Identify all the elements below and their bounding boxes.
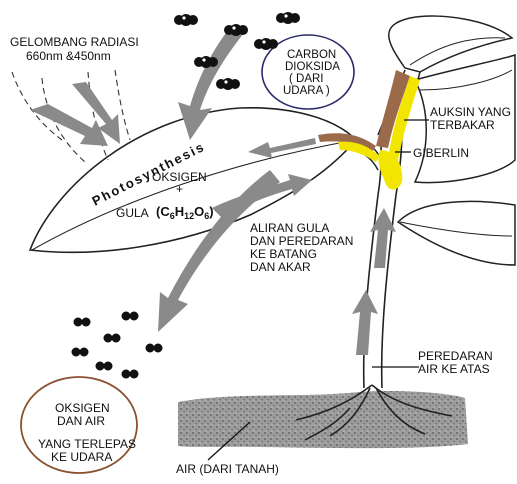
stem-arrows — [352, 208, 396, 355]
carbon-label-line4: UDARA ) — [283, 85, 330, 97]
water-up-line1: PEREDARAN — [418, 349, 493, 363]
sugar-flow-line4: DAN AKAR — [250, 260, 311, 274]
released-label-line1: OKSIGEN — [55, 401, 110, 415]
released-label-line2: DAN AIR — [57, 414, 105, 428]
gibberellin-label: GIBERLIN — [413, 146, 469, 160]
radiation-label-line2: 660nm &450nm — [26, 49, 111, 63]
auxin-label-line2: TERBAKAR — [430, 118, 495, 132]
plus-label: + — [176, 182, 183, 196]
carbon-label-line2: DIOKSIDA — [285, 61, 340, 73]
released-label-line4: KE UDARA — [51, 450, 112, 464]
soil — [178, 391, 468, 448]
sugar-flow-line1: ALIRAN GULA — [250, 221, 329, 235]
water-up-line2: AIR KE ATAS — [418, 362, 490, 376]
radiation-label-line1: GELOMBANG RADIASI — [10, 35, 139, 49]
radiation-lines — [12, 70, 130, 162]
right-lower-leaf — [398, 201, 515, 265]
sugar-flow-line2: DAN PEREDARAN — [250, 234, 353, 248]
sugar-label: GULA — [116, 206, 149, 220]
carbon-label-line1: CARBON — [287, 49, 336, 61]
auxin-label-line1: AUKSIN YANG — [430, 105, 511, 119]
soil-water-label: AIR (DARI TANAH) — [176, 462, 279, 476]
co2-molecules — [174, 12, 300, 90]
sugar-flow-line3: KE BATANG — [250, 247, 317, 261]
released-molecules — [72, 312, 163, 379]
carbon-label-line3: ( DARI — [289, 73, 324, 85]
released-label-line3: YANG TERLEPAS — [38, 437, 136, 451]
